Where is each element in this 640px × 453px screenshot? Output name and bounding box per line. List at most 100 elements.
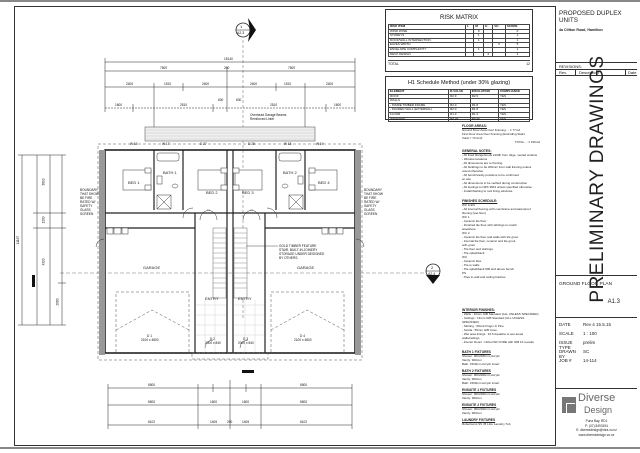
title-block: PROPOSED DUPLEX UNITS 4a Clifton Road, H… [555, 6, 637, 446]
field-label: SCALE [559, 331, 574, 336]
door-d28: D 28 [248, 142, 255, 146]
dim-overall-depth: 11167 [16, 235, 21, 245]
room-garage-1: GARAGE [143, 265, 161, 270]
note-line: flooring (wet floor) [462, 211, 487, 215]
field-value: 1 : 100 [583, 331, 597, 336]
note-line: Shower: 900x900mm Acrylic [462, 373, 500, 377]
note-line: - Walls : 10mm GIB Standard (ALL UNLESS … [462, 312, 539, 316]
dim-bottom-r1-left: 6500 [148, 383, 156, 387]
h1-schedule-table: ELEMENT R-VALUE INSULATION COMPLIANCE RO… [387, 89, 531, 123]
note-line: First Floor Area Over Framing (Excluding… [462, 132, 526, 136]
garage-door-d1: D 1 [147, 334, 152, 338]
room-entry-1: ENTRY [205, 296, 219, 301]
room-bed-3: BED 3 [242, 190, 254, 195]
note-line: with grout [462, 243, 476, 247]
company-contact: Puna Bay, RD1 P: (07) 8493194 E: diverse… [558, 419, 635, 437]
preliminary-stamp-area: PRELIMINARY DRAWINGS [556, 55, 637, 303]
dim-left-seg4: 2060 [55, 298, 60, 306]
note-line: - All internal flooring with membrane an… [462, 207, 531, 211]
company-block: Diverse Design Puna Bay, RD1 P: (07) 849… [556, 388, 637, 437]
note-line: Vanity: 900mm [462, 411, 482, 415]
company-website: www.diversedesign.co.nz [578, 432, 615, 437]
interior-finishes-heading: INTERIOR FINISHES: [462, 308, 495, 312]
floor-areas-notes: FLOOR AREAS: Ground Floor Area Over Fram… [462, 124, 540, 144]
field-value: prelim [583, 340, 596, 345]
side-note-left: BOUNDARY THAT SHOW BE FIRE RATED W/ SAFE… [80, 188, 99, 216]
note-line: - Ceilings : 13mm GIB Standard (ALL UNLE… [462, 316, 525, 324]
sheet-top-border [0, 0, 640, 2]
note-line: - Finished tile floor with skirtings to … [462, 223, 517, 227]
note-line: WC & EN [462, 203, 475, 207]
revisions-header: REVISIONS: [556, 62, 637, 70]
window-w15: W 15 [130, 142, 138, 146]
note-line: Vanity: 900mm [462, 396, 482, 400]
note-line: - Install flashing to roof lining window… [462, 189, 513, 193]
dim-row4-b: 2510 [180, 103, 188, 107]
note-line: Ground Floor Area Over Framing ... ± 77m… [462, 128, 521, 132]
field-label: DATE [559, 322, 571, 327]
ensuite2-heading: ENSUITE 2 FIXTURES [462, 403, 497, 407]
dim-row3-f: 2400 [326, 82, 334, 86]
note-line: - Window locations [462, 157, 488, 161]
note-line: - Internal tile floor, ceramic and tile … [462, 239, 516, 243]
note-line: - Tiles to wall and ceiling finishes [462, 275, 506, 279]
note-line: Shower: 900x900mm Acrylic [462, 392, 500, 396]
window-w18: W 18 [284, 142, 292, 146]
laundry-heading: LAUNDRY FIXTURES [462, 418, 496, 422]
note-line: - All buildings to be 200mm from wall fr… [462, 165, 532, 169]
note-line: Void) = 73.2m2 [462, 136, 483, 140]
note-line: - Tile splashback [462, 251, 485, 255]
note-line: Bath: 1500mm Acrylic Insert [462, 381, 500, 385]
company-name-line2: Design [584, 405, 613, 415]
revisions-label: REVISIONS: [559, 64, 582, 69]
general-notes: GENERAL NOTES: - All fixed Rangehoods 21… [462, 149, 540, 193]
finishes-heading: FINISHES SCHEDULE: [462, 199, 498, 203]
dim-row3-a: 2400 [126, 82, 134, 86]
dim-row3-e: 1510 [284, 82, 292, 86]
note-line: walls/ceilings [462, 336, 480, 340]
sheet-title: GROUND FLOOR PLAN [559, 282, 613, 287]
dim-bottom-r3-mid2: 1405 [242, 420, 250, 424]
dim-bottom-r2-left: 6500 [148, 400, 156, 404]
dim-half-right: 7500 [288, 66, 296, 70]
dim-left-seg2: 1200 [41, 216, 46, 224]
note-line: WC 2 [462, 231, 470, 235]
dim-left-seg1: 3610 [41, 178, 46, 186]
note-line: - All fixed Rangehoods 2100h from ridge,… [462, 153, 538, 157]
dim-row4-c: 2510 [270, 103, 278, 107]
field-label: DRAWN BY [559, 349, 576, 359]
note-line: Bath: 1500mm Acrylic Insert [462, 362, 500, 366]
note-line: - Scotia : 55mm GIB Cove [462, 328, 497, 332]
sheet-title-area: GROUND FLOOR PLAN A1.3 [556, 282, 637, 305]
revisions-columns: Rev. Description Date [556, 69, 637, 76]
entry-door-d3: D 3 [243, 337, 248, 341]
room-bath-2: BATH 2 [283, 170, 297, 175]
company-email: E: diversedesign@xtra.co.nz [576, 428, 617, 432]
preliminary-stamp: PRELIMINARY DRAWINGS [587, 55, 608, 303]
section-marker-right-number: 2 [431, 265, 434, 270]
dim-half-gap: 200 [224, 66, 230, 70]
field-value: SC [583, 349, 590, 354]
company-name-line1: Diverse [578, 392, 616, 404]
note-line: - Tile floor and skirtings [462, 247, 493, 251]
note-line: noted otherwise [462, 169, 484, 173]
h1-schedule-title: H1 Schedule Method (under 30% glazing) [407, 80, 511, 86]
note-line: - Ceramic tile floor and walls with tile… [462, 235, 519, 239]
top-annotation: Overhead Garage Beams Reinforced Lintel [250, 113, 287, 121]
dim-overall-width: 15140 [224, 57, 233, 61]
dim-row3-d: 2400 [250, 82, 258, 86]
dim-bottom-r2-mid2: 1600 [242, 400, 250, 404]
risk-total-value: 12 [526, 62, 530, 67]
dim-row3-c: 2400 [202, 82, 210, 86]
section-marker-top-sheet: A2.3 [237, 31, 245, 35]
company-phone: P: (07) 8493194 [585, 423, 608, 428]
entry-door-d2: D 2 [210, 337, 215, 341]
note-line: TOTAL ... ± 150m2 [514, 140, 540, 144]
window-w17: W 17 [162, 142, 170, 146]
note-line: - All bench/vanity positions to be confi… [462, 173, 519, 177]
note-line: WC [462, 255, 467, 259]
